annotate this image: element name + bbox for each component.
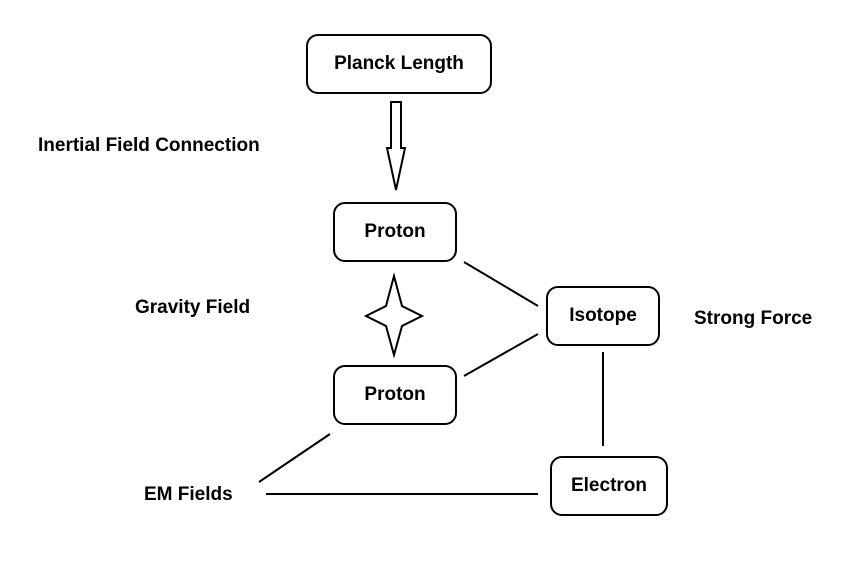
connector-proton-bottom-em — [258, 433, 331, 483]
em-fields-label: EM Fields — [144, 484, 233, 505]
isotope-node: Isotope — [546, 286, 660, 346]
four-point-star-icon — [363, 272, 425, 359]
inertial-field-label: Inertial Field Connection — [38, 135, 260, 156]
strong-force-label: Strong Force — [694, 308, 813, 329]
connector-proton-bottom-isotope — [463, 333, 539, 377]
hollow-down-arrow-icon — [385, 101, 407, 191]
connector-proton-top-isotope — [463, 261, 539, 307]
proton-bottom-node: Proton — [333, 365, 457, 425]
planck-length-node: Planck Length — [306, 34, 492, 94]
electron-node: Electron — [550, 456, 668, 516]
gravity-field-label: Gravity Field — [135, 297, 251, 318]
proton-top-node: Proton — [333, 202, 457, 262]
